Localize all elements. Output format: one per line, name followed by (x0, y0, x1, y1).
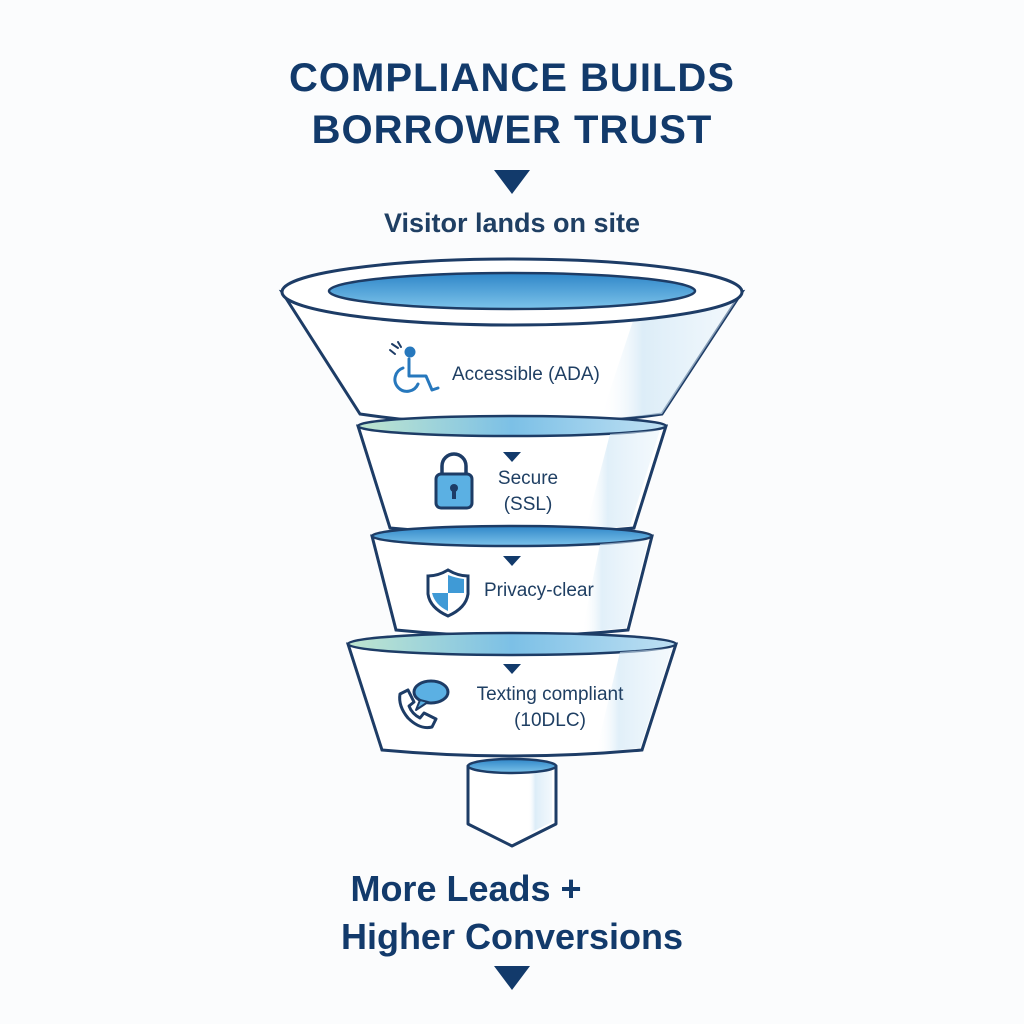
phone-chat-icon (398, 679, 450, 730)
outcome-line-1: More Leads + (350, 868, 582, 909)
stage-label-2: (SSL) (504, 494, 553, 515)
arrow-down-icon (503, 452, 521, 462)
stage-label: Secure (498, 468, 558, 489)
stage-label: Privacy-clear (484, 580, 594, 601)
arrow-down-icon (494, 170, 530, 194)
wheelchair-icon (389, 341, 440, 393)
arrow-down-icon (503, 664, 521, 674)
stage-label: Texting compliant (477, 684, 625, 705)
arrow-down-icon (503, 556, 521, 566)
funnel-stage-4: Texting compliant (10DLC) (345, 631, 679, 758)
title-line-1: COMPLIANCE BUILDS (289, 56, 735, 100)
diagram-title: COMPLIANCE BUILDS BORROWER TRUST (0, 52, 1024, 156)
outcome-line-2: Higher Conversions (340, 916, 684, 957)
funnel-stage-1: Accessible (ADA) (278, 257, 746, 427)
arrow-down-icon (494, 966, 530, 990)
funnel-stage-2: Secure (SSL) (355, 414, 669, 536)
shield-icon (426, 568, 470, 618)
funnel-spout (466, 757, 558, 848)
outcome-label: More Leads + Higher Conversions (0, 865, 1024, 961)
entry-label: Visitor lands on site (383, 208, 641, 238)
stage-label-2: (10DLC) (514, 710, 586, 731)
title-line-2: BORROWER TRUST (311, 108, 713, 152)
padlock-icon (434, 452, 474, 510)
funnel-stage-3: Privacy-clear (370, 524, 654, 638)
stage-label: Accessible (ADA) (452, 364, 600, 385)
